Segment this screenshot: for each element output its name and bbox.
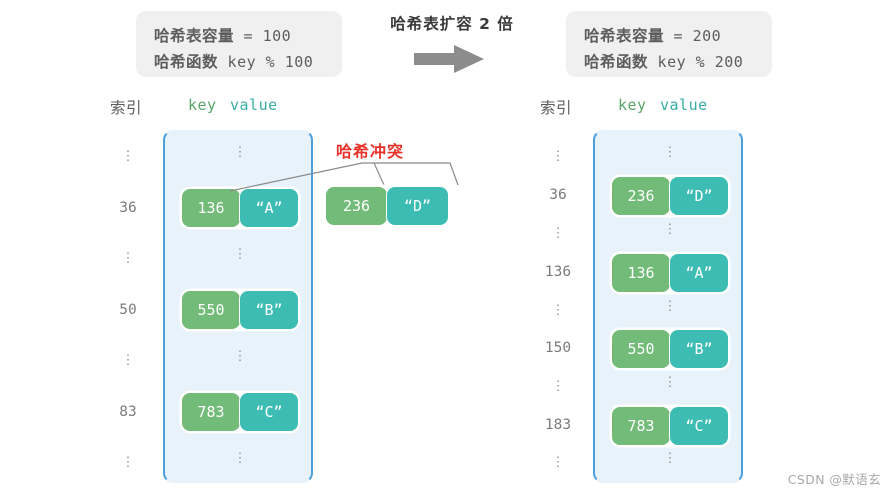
index-column-left: ⋮ 36 ⋮ 50 ⋮ 83 ⋮	[100, 130, 156, 485]
table-entry[interactable]: 136 “A”	[181, 188, 299, 228]
entry-key: 550	[181, 290, 241, 330]
index-column-right: ⋮ 36 ⋮ 136 ⋮ 150 ⋮ 183 ⋮	[530, 130, 586, 485]
index-cell: 36	[119, 200, 137, 216]
function-label: 哈希函数	[584, 53, 649, 71]
table-ellipsis: ⋮	[663, 145, 677, 160]
index-cell: ⋮	[551, 303, 565, 318]
header-value: value	[660, 96, 708, 114]
entry-key: 236	[325, 186, 388, 226]
collision-leader-lines	[229, 162, 459, 192]
collision-floating-entry[interactable]: 236 “D”	[325, 186, 449, 226]
table-entry[interactable]: 550 “B”	[181, 290, 299, 330]
header-index: 索引	[540, 99, 573, 117]
index-cell: ⋮	[121, 251, 135, 266]
index-cell: ⋮	[121, 353, 135, 368]
index-cell: ⋮	[551, 149, 565, 164]
entry-key: 136	[611, 253, 671, 293]
hash-table-after: ⋮ 236 “D” ⋮ 136 “A” ⋮ 550 “B” ⋮ 783 “C” …	[593, 130, 743, 483]
entry-key: 236	[611, 176, 671, 216]
column-headers-right: 索引 key value	[530, 96, 770, 118]
table-ellipsis: ⋮	[663, 451, 677, 466]
collision-label: 哈希冲突	[336, 142, 405, 161]
capacity-value: = 200	[664, 27, 722, 45]
index-cell: 136	[544, 264, 572, 280]
watermark: CSDN @默语玄	[787, 472, 881, 487]
table-entry[interactable]: 236 “D”	[611, 176, 729, 216]
entry-value: “D”	[386, 186, 449, 226]
function-line-after: 哈希函数 key % 200	[584, 49, 754, 75]
table-ellipsis: ⋮	[233, 145, 247, 160]
entry-key: 783	[611, 406, 671, 446]
function-value: key % 200	[648, 53, 744, 71]
entry-value: “D”	[669, 176, 729, 216]
table-entry[interactable]: 136 “A”	[611, 253, 729, 293]
header-index: 索引	[110, 99, 143, 117]
capacity-value: = 100	[234, 27, 292, 45]
entry-key: 550	[611, 329, 671, 369]
info-box-after: 哈希表容量 = 200 哈希函数 key % 200	[566, 11, 772, 77]
index-cell: 36	[549, 187, 567, 203]
function-value: key % 100	[218, 53, 314, 71]
entry-value: “C”	[669, 406, 729, 446]
index-cell: 183	[544, 417, 572, 433]
capacity-label: 哈希表容量	[584, 27, 665, 45]
entry-key: 783	[181, 392, 241, 432]
header-value: value	[230, 96, 278, 114]
index-cell: ⋮	[551, 379, 565, 394]
table-entry[interactable]: 783 “C”	[181, 392, 299, 432]
index-cell: ⋮	[551, 226, 565, 241]
index-cell: ⋮	[121, 149, 135, 164]
function-label: 哈希函数	[154, 53, 219, 71]
table-ellipsis: ⋮	[233, 451, 247, 466]
info-box-before: 哈希表容量 = 100 哈希函数 key % 100	[136, 11, 342, 77]
entry-value: “A”	[669, 253, 729, 293]
index-cell: 83	[119, 404, 137, 420]
entry-value: “A”	[239, 188, 299, 228]
index-cell: 150	[544, 340, 572, 356]
table-ellipsis: ⋮	[663, 375, 677, 390]
entry-value: “C”	[239, 392, 299, 432]
index-cell: ⋮	[121, 455, 135, 470]
function-line-before: 哈希函数 key % 100	[154, 49, 324, 75]
table-ellipsis: ⋮	[233, 349, 247, 364]
header-key: key	[188, 96, 217, 114]
entry-value: “B”	[239, 290, 299, 330]
header-key: key	[618, 96, 647, 114]
capacity-line-before: 哈希表容量 = 100	[154, 23, 324, 49]
table-ellipsis: ⋮	[663, 299, 677, 314]
table-entry[interactable]: 550 “B”	[611, 329, 729, 369]
index-cell: 50	[119, 302, 137, 318]
column-headers-left: 索引 key value	[100, 96, 340, 118]
table-ellipsis: ⋮	[663, 222, 677, 237]
entry-key: 136	[181, 188, 241, 228]
capacity-line-after: 哈希表容量 = 200	[584, 23, 754, 49]
transform-label: 哈希表扩容 2 倍	[390, 15, 514, 33]
right-arrow-icon	[414, 45, 484, 73]
table-entry[interactable]: 783 “C”	[611, 406, 729, 446]
entry-value: “B”	[669, 329, 729, 369]
index-cell: ⋮	[551, 455, 565, 470]
table-ellipsis: ⋮	[233, 247, 247, 262]
capacity-label: 哈希表容量	[154, 27, 235, 45]
